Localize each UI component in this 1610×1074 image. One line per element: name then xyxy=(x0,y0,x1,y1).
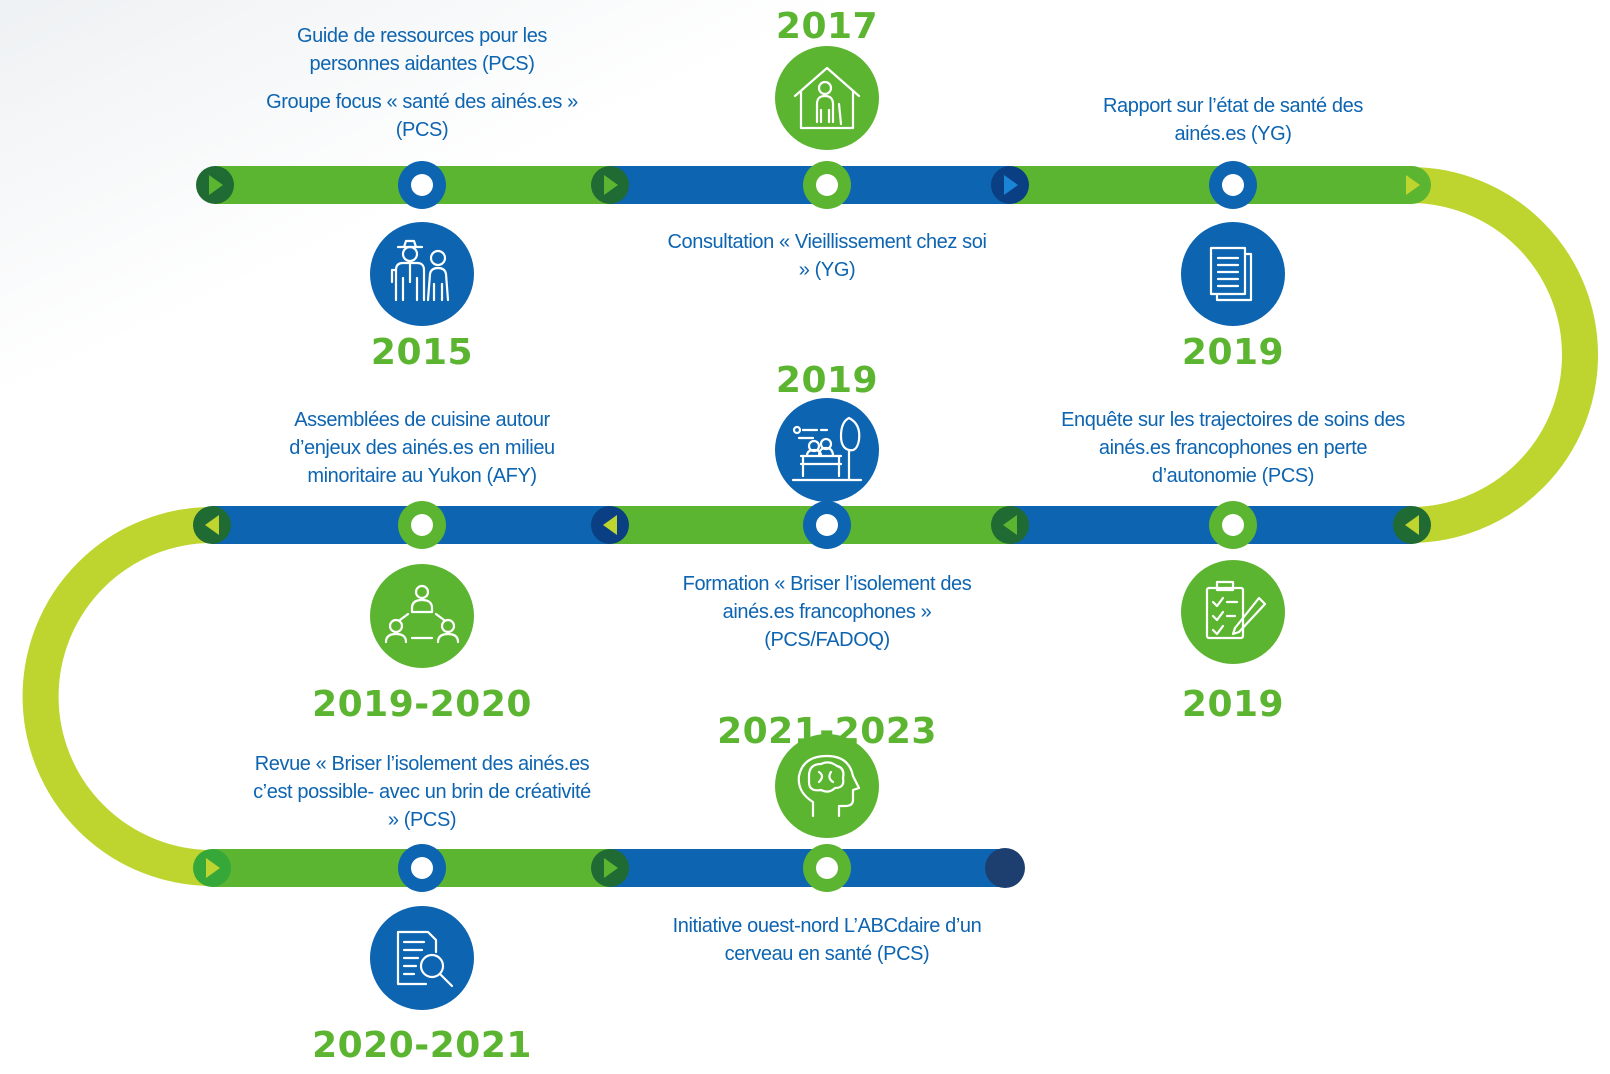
milestone-node xyxy=(398,161,446,209)
milestone-2019b-line-1: Enquête sur les trajectoires de soins de… xyxy=(1061,409,1405,487)
milestone-2015-year: 2015 xyxy=(370,332,474,373)
arrow-marker-left xyxy=(991,506,1029,544)
milestone-2017-line-1: Consultation « Vieillissement chez soi »… xyxy=(667,231,987,281)
milestone-2021-2023-year: 2021-2023 xyxy=(717,711,937,752)
milestone-2020-2021-line-1: Revue « Briser l’isolement des ainés.es … xyxy=(253,753,591,831)
document-icon xyxy=(1181,222,1285,326)
milestone-2015-description: Guide de ressources pour les personnes a… xyxy=(262,22,582,154)
group-discussion-icon xyxy=(370,564,474,668)
milestone-node xyxy=(803,844,851,892)
timeline-end-cap xyxy=(985,848,1025,888)
milestone-node xyxy=(803,161,851,209)
connector-curve-right xyxy=(1409,167,1598,543)
home-elder-icon xyxy=(775,46,879,150)
brain-head-icon xyxy=(775,734,879,838)
arrow-marker-right xyxy=(991,166,1029,204)
milestone-2019a-year: 2019 xyxy=(1181,332,1285,373)
milestone-2017-description: Consultation « Vieillissement chez soi »… xyxy=(667,228,987,294)
clipboard-checklist-icon xyxy=(1181,560,1285,664)
connector-curve-left xyxy=(22,507,213,886)
arrow-marker-right xyxy=(591,849,629,887)
milestone-node xyxy=(1209,161,1257,209)
milestone-node xyxy=(398,501,446,549)
arrow-marker-left xyxy=(1393,506,1431,544)
milestone-2015-line-1: Guide de ressources pour les personnes a… xyxy=(296,25,548,75)
arrow-marker-left xyxy=(193,506,231,544)
milestone-2015-line-2: Groupe focus « santé des ainés.es » (PCS… xyxy=(266,91,578,141)
milestone-2019c-year: 2019 xyxy=(775,360,879,401)
milestone-2019c-description: Formation « Briser l’isolement des ainés… xyxy=(667,570,987,664)
milestone-2019a-description: Rapport sur l’état de santé des ainés.es… xyxy=(1073,92,1393,158)
milestone-2019b-description: Enquête sur les trajectoires de soins de… xyxy=(1053,406,1413,500)
milestone-node xyxy=(803,501,851,549)
milestone-2017-year: 2017 xyxy=(775,6,879,47)
arrow-marker-right xyxy=(196,166,234,204)
milestone-2019a-line-1: Rapport sur l’état de santé des ainés.es… xyxy=(1103,95,1363,145)
arrow-marker-right xyxy=(193,849,231,887)
milestone-2019b-year: 2019 xyxy=(1181,684,1285,725)
milestone-2019-2020-line-1: Assemblées de cuisine autour d’enjeux de… xyxy=(289,409,555,487)
seniors-park-bench-icon xyxy=(775,398,879,502)
milestone-2021-2023-line-1: Initiative ouest-nord L’ABCdaire d’un ce… xyxy=(672,915,982,965)
document-magnifier-icon xyxy=(370,906,474,1010)
milestone-2020-2021-year: 2020-2021 xyxy=(312,1025,532,1066)
milestone-2021-2023-description: Initiative ouest-nord L’ABCdaire d’un ce… xyxy=(667,912,987,978)
milestone-2019-2020-year: 2019-2020 xyxy=(312,684,532,725)
arrow-marker-right xyxy=(1393,166,1431,204)
milestone-node xyxy=(398,844,446,892)
milestone-2019c-line-1: Formation « Briser l’isolement des ainés… xyxy=(682,573,972,651)
arrow-marker-right xyxy=(591,166,629,204)
milestone-2020-2021-description: Revue « Briser l’isolement des ainés.es … xyxy=(252,750,592,844)
elderly-couple-icon xyxy=(370,222,474,326)
arrow-marker-left xyxy=(591,506,629,544)
milestone-2019-2020-description: Assemblées de cuisine autour d’enjeux de… xyxy=(262,406,582,500)
milestone-node xyxy=(1209,501,1257,549)
